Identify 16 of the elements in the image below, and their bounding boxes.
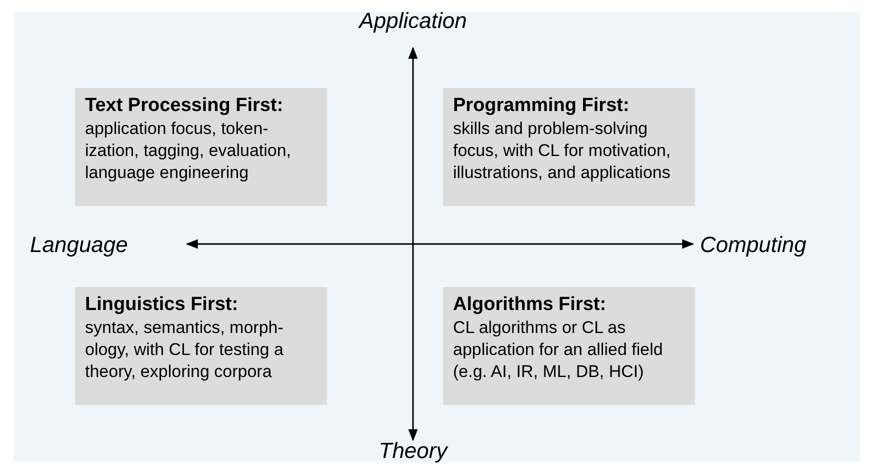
quadrant-card bbox=[75, 287, 327, 405]
axis-label: Theory bbox=[378, 438, 448, 464]
quadrant-description: application focus, token-ization, tagging, evaluation, language engineering bbox=[85, 118, 292, 184]
quadrant-card bbox=[75, 88, 327, 206]
axis-label: Computing bbox=[700, 232, 806, 258]
quadrant-heading: Algorithms First: bbox=[453, 293, 608, 317]
axis-label: Application bbox=[359, 8, 467, 34]
quadrant-description: CL algorithms or CL as application for an allied field (e.g. AI, IR, ML, DB, HCI) bbox=[453, 317, 664, 383]
quadrant-heading: Linguistics First: bbox=[85, 293, 240, 317]
quadrant-heading: Programming First: bbox=[453, 94, 630, 118]
quadrant-description: syntax, semantics, morph-ology, with CL for testing a theory, exploring corpora bbox=[85, 317, 284, 383]
quadrant-description: skills and problem-solving focus, with CL for motivation, illustrations, and applications bbox=[453, 118, 672, 184]
quadrant-heading: Text Processing First: bbox=[85, 94, 284, 118]
quadrant-card bbox=[443, 88, 695, 206]
quadrant-card bbox=[443, 287, 695, 405]
axis-label: Language bbox=[30, 232, 128, 258]
